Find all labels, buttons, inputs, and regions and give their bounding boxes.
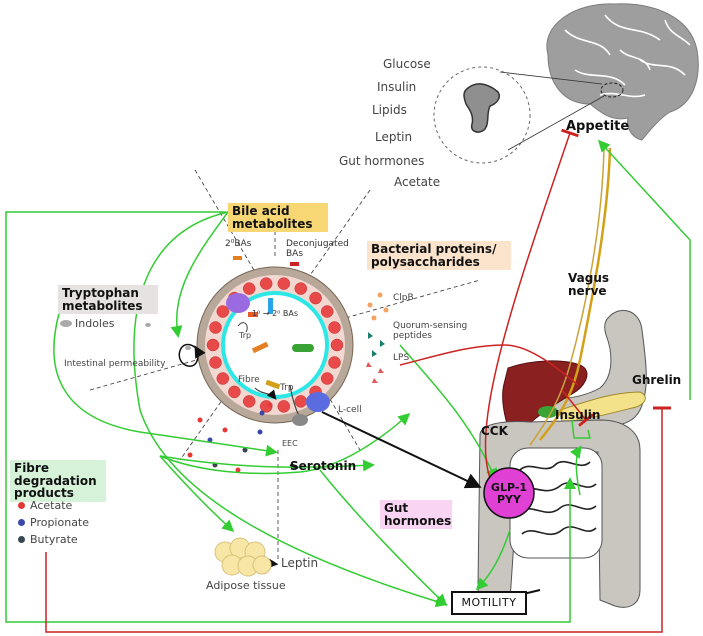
red-inhibition-lines (45, 128, 671, 633)
acetate-dot-icon (18, 502, 25, 509)
indoles-row: Indoles (60, 317, 115, 330)
input-gut-hormones: Gut hormones (339, 154, 425, 168)
secondary-ba-label: 2⁰BAs (225, 239, 252, 249)
butyrate-dot-icon (18, 536, 25, 543)
villus (242, 282, 256, 295)
cck-label: CCK (481, 424, 508, 438)
fibre-item-acetate: Acetate (18, 499, 73, 512)
ghrelin-label: Ghrelin (632, 373, 682, 387)
input-leptin: Leptin (375, 130, 413, 144)
brain (546, 3, 699, 141)
metabolite-dots (145, 256, 389, 473)
lcell-label: L-cell (338, 405, 362, 415)
villus (216, 305, 230, 318)
fibre-inner-label: Fibre (238, 375, 260, 385)
input-acetate: Acetate (394, 175, 441, 189)
fibre-item-label: Propionate (30, 516, 90, 529)
bile-acid-box: Bile acid metabolites (228, 203, 328, 233)
quorum-label: Quorum-sensing peptides (393, 321, 468, 341)
ba-conversion-label: 1⁰ → 2⁰ BAs (252, 309, 299, 318)
indole-icon (60, 320, 72, 327)
villus (209, 356, 222, 369)
motility-label: MOTILITY (461, 596, 517, 609)
glp1-pyy-label: GLP-1 PYY (490, 481, 528, 507)
lps-label: LPS (393, 353, 410, 363)
villus (216, 372, 230, 385)
appetite-label: Appetite (566, 119, 630, 134)
villus (277, 400, 291, 413)
fibre-box: Fibre degradation products (10, 460, 106, 502)
trp-inner-label: Trp (239, 331, 252, 340)
trp-inner2-label: Trp (280, 383, 294, 393)
villus (242, 395, 256, 408)
villus (228, 385, 241, 399)
gut-hormones-box: Gut hormones (380, 500, 452, 530)
bacterial-box: Bacterial proteins/ polysaccharides (367, 241, 511, 271)
vagus-nerve-lines (529, 147, 612, 446)
gut-cross-section (196, 266, 354, 426)
vagus-label: Vagus nerve (568, 271, 610, 299)
villus (294, 395, 308, 408)
villus (259, 277, 273, 290)
propionate-dot-icon (18, 519, 25, 526)
villus (328, 356, 341, 369)
clpb-label: ClpB (393, 293, 414, 303)
leptin-label: Leptin (281, 556, 319, 570)
adipose-label: Adipose tissue (206, 579, 286, 592)
hypothalamus-magnifier (433, 66, 605, 164)
villus (277, 277, 291, 290)
eec-label: EEC (282, 439, 298, 448)
villus (209, 321, 222, 334)
fibre-item-butyrate: Butyrate (18, 533, 78, 546)
indoles-label: Indoles (75, 317, 115, 330)
fibre-item-propionate: Propionate (18, 516, 90, 529)
fibre-item-label: Butyrate (30, 533, 78, 546)
villus (328, 321, 341, 334)
insulin-label: Insulin (555, 408, 601, 422)
villus (330, 338, 344, 352)
glp1-pyy-cell (483, 467, 535, 519)
villus (309, 291, 322, 305)
deconjugated-ba-label: Deconjugated BAs (286, 239, 349, 259)
input-glucose: Glucose (383, 57, 431, 71)
villus (206, 338, 220, 352)
permeability-label: Intestinal permeability (64, 359, 166, 369)
villus (320, 305, 334, 318)
adipose-tissue (214, 537, 272, 577)
villus (294, 282, 308, 295)
input-insulin: Insulin (377, 80, 417, 94)
fibre-item-label: Acetate (30, 499, 73, 512)
input-lipids: Lipids (372, 103, 407, 117)
green-arrows (5, 139, 691, 623)
motility-box (451, 591, 527, 615)
villus (320, 372, 334, 385)
permeability-loop (178, 343, 206, 367)
tryptophan-box: Tryptophan metabolites (58, 285, 158, 315)
serotonin-label: Serotonin (290, 459, 357, 473)
